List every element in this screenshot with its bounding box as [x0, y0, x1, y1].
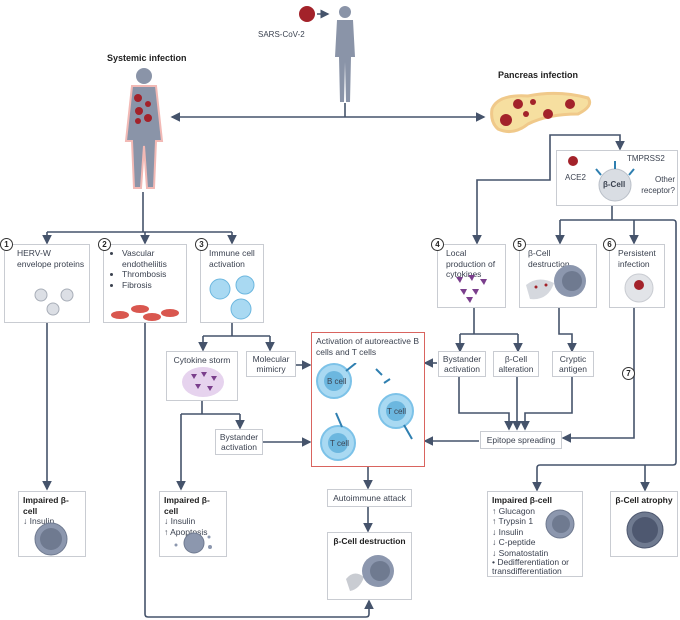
molecular-mimicry-box: Molecular mimicry [246, 351, 296, 377]
vascular-box: Vascular endotheliitisThrombosisFibrosis [103, 244, 187, 323]
trypsin-line: ↑ Trypsin 1 [492, 516, 534, 526]
beta-cell-atrophy-box: β-Cell atrophy [610, 491, 678, 557]
beta-cell-label: β-Cell [603, 180, 626, 189]
destruction-title: β-Cell destruction [333, 536, 406, 546]
immune-activation-box: Immune cell activation [200, 244, 264, 323]
pancreas-illustration [490, 91, 592, 134]
impaired-beta-cell-box-2: Impaired β-cell ↓ Insulin ↑ Apoptosis [159, 491, 227, 557]
destroyed-cell-icon [526, 265, 586, 300]
t-cell-label: T cell [330, 439, 349, 448]
receptor-box: ACE2 TMPRSS2 β-Cell Other receptor? [556, 150, 678, 206]
step-number-7: 7 [622, 367, 635, 380]
insulin-line: ↓ Insulin [164, 516, 196, 526]
insulin-line: ↓ Insulin [23, 516, 55, 526]
herv-w-text: HERV-W envelope proteins [17, 248, 85, 269]
beta-destruction-text: β-Cell destruction [528, 248, 570, 269]
beta-cell-icon [34, 522, 68, 556]
cytokine-storm-box: Cytokine storm [166, 351, 238, 401]
impaired-title: Impaired β-cell [164, 495, 210, 516]
immune-activation-text: Immune cell activation [209, 248, 255, 269]
virus-label: SARS-CoV-2 [258, 30, 305, 39]
insulin-line: ↓ Insulin [492, 526, 524, 537]
impaired-beta-cell-box-pancreas: Impaired β-cell ↑ Glucagon ↑ Trypsin 1 ↓… [487, 491, 583, 577]
step-number-3: 3 [195, 238, 208, 251]
virus-icon [299, 6, 315, 22]
atrophy-title: β-Cell atrophy [615, 495, 673, 505]
persistent-infection-text: Persistent infection [618, 248, 656, 269]
persistent-infection-box: Persistent infection [609, 244, 665, 308]
tmprss2-label: TMPRSS2 [627, 154, 665, 163]
beta-cell-destruction-box: β-Cell destruction [327, 532, 412, 600]
beta-cell-alteration-box: β-Cell alteration [493, 351, 539, 377]
list-item: Fibrosis [122, 280, 182, 291]
cytokine-storm-label: Cytokine storm [173, 355, 231, 365]
list-item: Thrombosis [122, 269, 182, 280]
bystander-activation-box-pancreas: Bystander activation [438, 351, 486, 377]
autoreactive-activation-box: Activation of autoreactive B cells and T… [311, 332, 425, 467]
epitope-spreading-box: Epitope spreading [480, 431, 562, 449]
cytokine-illustration [182, 367, 224, 397]
step-number-1: 1 [0, 238, 13, 251]
infected-body-illustration [124, 68, 164, 189]
pancreas-infection-title: Pancreas infection [498, 70, 579, 80]
dedifferentiation-line: • Dedifferentiation or transdifferentiat… [492, 557, 570, 576]
impaired-title: Impaired β-cell [23, 495, 69, 516]
other-receptor-label: Other receptor? [641, 175, 675, 195]
local-cytokines-box: Local production of cytokines [437, 244, 506, 308]
herv-w-box: HERV-W envelope proteins [4, 244, 90, 323]
red-blood-cells-illustration [111, 305, 179, 321]
systemic-infection-title: Systemic infection [107, 53, 187, 63]
cytokine-illustration [456, 275, 487, 303]
somatostatin-line: ↓ Somatostatin [492, 547, 549, 558]
glucagon-line: ↑ Glucagon [492, 505, 535, 516]
list-item: Vascular endotheliitis [122, 248, 182, 269]
infected-cell-icon [624, 273, 654, 303]
step-number-4: 4 [431, 238, 444, 251]
beta-cell-destruction-box-pancreas: β-Cell destruction [519, 244, 597, 308]
step-number-6: 6 [603, 238, 616, 251]
impaired-title: Impaired β-cell [492, 495, 552, 505]
cryptic-antigen-box: Cryptic antigen [552, 351, 594, 377]
ace2-label: ACE2 [565, 173, 586, 182]
immune-cells-illustration [209, 275, 255, 320]
c-peptide-line: ↓ C-peptide [492, 537, 536, 547]
autoimmune-attack-box: Autoimmune attack [327, 489, 412, 507]
virus-icon [568, 156, 578, 166]
receptor-icon [595, 161, 635, 176]
step-number-5: 5 [513, 238, 526, 251]
protein-illustration [34, 288, 74, 316]
activation-title: Activation of autoreactive B cells and T… [316, 336, 420, 357]
destroyed-cell-icon [346, 555, 394, 591]
person-illustration [299, 6, 355, 102]
apoptotic-cell-icon [174, 532, 212, 554]
atrophic-cell-icon [626, 511, 664, 549]
t-cell-label: T cell [387, 407, 406, 416]
step-number-2: 2 [98, 238, 111, 251]
impaired-beta-cell-box-1: Impaired β-cell ↓ Insulin [18, 491, 86, 557]
b-cell-label: B cell [327, 377, 347, 386]
apoptosis-line: ↑ Apoptosis [164, 526, 208, 537]
local-cytokines-text: Local production of cytokines [446, 248, 496, 279]
beta-cell-icon [545, 509, 575, 539]
bystander-activation-box: Bystander activation [215, 429, 263, 455]
lymphocytes-illustration [316, 363, 414, 461]
